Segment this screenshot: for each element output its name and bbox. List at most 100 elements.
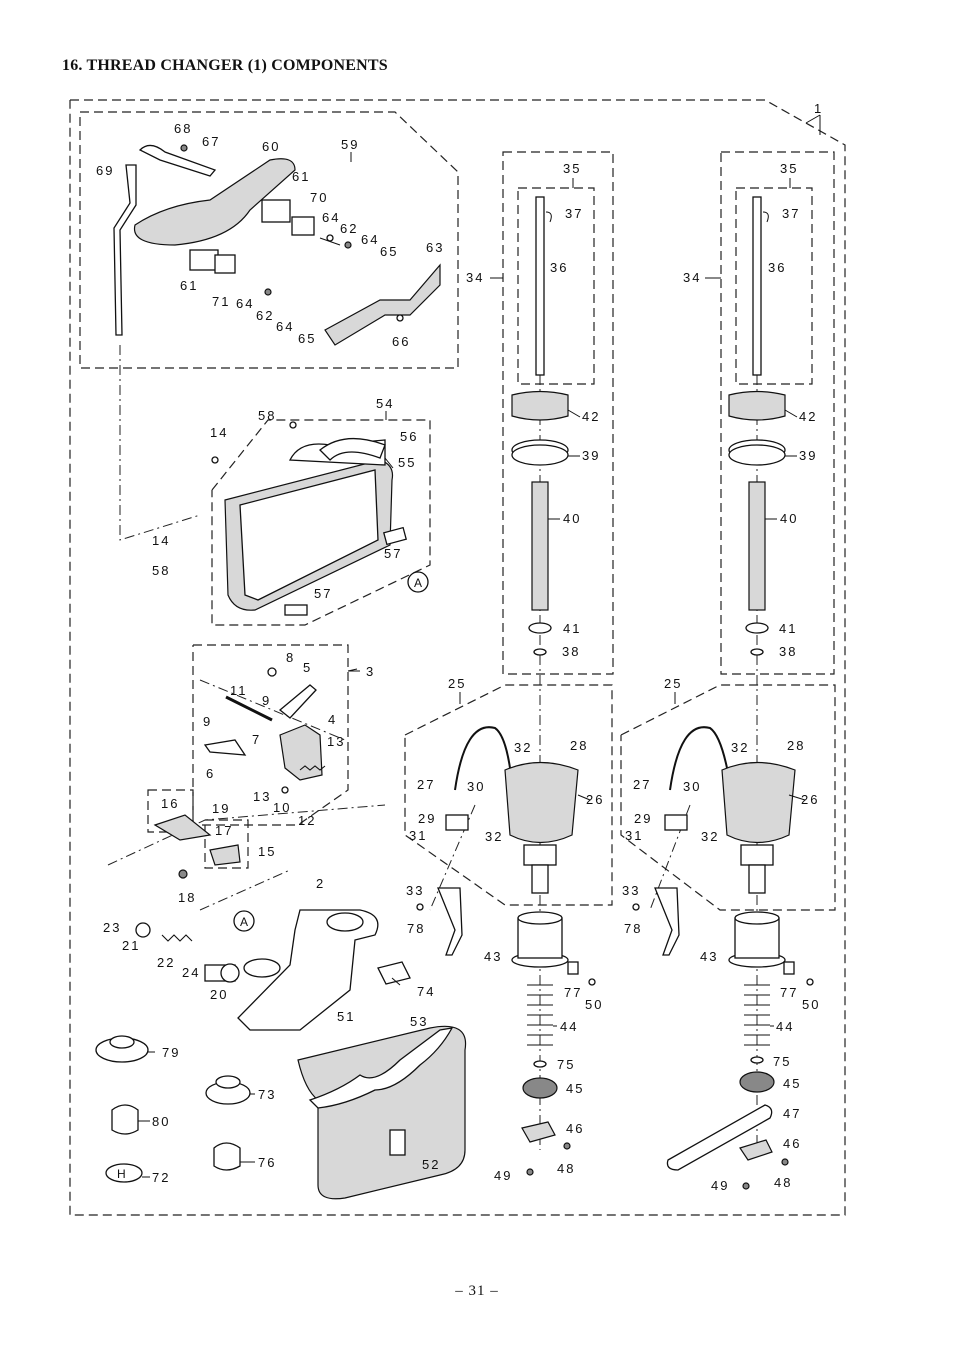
callout-75-right: 75 — [773, 1054, 791, 1069]
callout-1: 1 — [814, 101, 823, 116]
callout-62-a: 62 — [340, 221, 358, 236]
callout-39-left: 39 — [582, 448, 600, 463]
callout-27-left: 27 — [417, 777, 435, 792]
callout-31-right: 31 — [625, 828, 643, 843]
callout-14-b: 14 — [152, 533, 170, 548]
callout-39-right: 39 — [799, 448, 817, 463]
part-16-plate — [153, 814, 212, 841]
callout-65-a: 65 — [380, 244, 398, 259]
callout-42-right: 42 — [799, 409, 817, 424]
part-26-cup-left — [504, 761, 579, 894]
part-5-lever — [278, 684, 317, 719]
part-46-plate-right — [739, 1139, 773, 1161]
part-61-plate-b — [189, 249, 219, 271]
part-21-gear — [135, 922, 151, 938]
group-boundary-34-left — [502, 151, 614, 675]
callout-70: 70 — [310, 190, 328, 205]
callout-16: 16 — [161, 796, 179, 811]
callout-33-right: 33 — [622, 883, 640, 898]
part-62-washer-b — [264, 288, 272, 296]
callout-10: 10 — [273, 800, 291, 815]
part-38-ring-left — [533, 648, 547, 656]
part-45-gear-right — [739, 1071, 775, 1093]
part-75-ring-right — [750, 1056, 764, 1064]
page-number: – 31 – — [455, 1283, 499, 1299]
callout-53: 53 — [410, 1014, 428, 1029]
part-62-washer-a — [344, 241, 352, 249]
callout-34-left: 34 — [466, 270, 484, 285]
ref-marker-a-2 — [233, 910, 255, 932]
callout-19: 19 — [212, 801, 230, 816]
callout-36-right: 36 — [768, 260, 786, 275]
part-64-washer — [326, 234, 334, 242]
callout-24: 24 — [182, 965, 200, 980]
part-55-base — [224, 439, 394, 611]
callout-59: 59 — [341, 137, 359, 152]
callout-48-left: 48 — [557, 1161, 575, 1176]
part-22-spring — [161, 934, 193, 942]
part-38-ring-right — [750, 648, 764, 656]
callout-76: 76 — [258, 1155, 276, 1170]
part-40-spring-left — [531, 481, 549, 611]
callout-62-b: 62 — [256, 308, 274, 323]
callout-69: 69 — [96, 163, 114, 178]
part-8-nut — [267, 667, 277, 677]
callout-40-left: 40 — [563, 511, 581, 526]
callout-60: 60 — [262, 139, 280, 154]
part-79-disc — [95, 1035, 149, 1063]
assembly-boundary — [69, 99, 846, 1216]
part-2-frame — [237, 909, 379, 1031]
callout-55: 55 — [398, 455, 416, 470]
callout-58-b: 58 — [152, 563, 170, 578]
part-36-rod-left — [535, 196, 545, 376]
part-48-pin-right — [781, 1158, 789, 1166]
part-52-cover — [297, 1025, 467, 1200]
part-27-wire-right — [669, 726, 728, 791]
callout-21: 21 — [122, 938, 140, 953]
part-49-screw-right — [742, 1182, 750, 1190]
callout-ref-a-1: A — [414, 576, 422, 590]
callout-2: 2 — [316, 876, 325, 891]
part-77-plate-right — [783, 961, 795, 975]
part-44-spring-left — [527, 984, 553, 1046]
callout-ref-a-2: A — [240, 915, 248, 929]
callout-74: 74 — [417, 984, 435, 999]
callout-5: 5 — [303, 660, 312, 675]
callout-30-left: 30 — [467, 779, 485, 794]
callout-43-right: 43 — [700, 949, 718, 964]
part-29-block-left — [445, 814, 469, 831]
callout-61-b: 61 — [180, 278, 198, 293]
callout-64-a: 64 — [322, 210, 340, 225]
callout-29-right: 29 — [634, 811, 652, 826]
part-75-ring-left — [533, 1060, 547, 1068]
callout-18: 18 — [178, 890, 196, 905]
svg-text:H: H — [117, 1167, 126, 1181]
group-boundary-16 — [147, 789, 194, 833]
callout-3: 3 — [366, 664, 375, 679]
callout-11: 11 — [230, 683, 248, 698]
callout-78-left: 78 — [407, 921, 425, 936]
part-50-screw-left — [588, 978, 596, 986]
callout-35-right: 35 — [780, 161, 798, 176]
part-70-plate — [291, 216, 315, 236]
callout-23: 23 — [103, 920, 121, 935]
callout-4: 4 — [328, 712, 337, 727]
part-68-screw — [180, 144, 188, 152]
callout-41-left: 41 — [563, 621, 581, 636]
callout-6: 6 — [206, 766, 215, 781]
callout-27-right: 27 — [633, 777, 651, 792]
part-56-cover — [319, 437, 386, 461]
callout-66: 66 — [392, 334, 410, 349]
callout-65-b: 65 — [298, 331, 316, 346]
callout-14-a: 14 — [210, 425, 228, 440]
part-44-spring-right — [744, 984, 770, 1046]
callout-57-a: 57 — [384, 546, 402, 561]
callout-49-left: 49 — [494, 1168, 512, 1183]
part-11-shaft — [225, 695, 273, 722]
callout-46-left: 46 — [566, 1121, 584, 1136]
part-41-washer-left — [528, 622, 552, 634]
part-71-plate — [214, 254, 236, 274]
callout-8: 8 — [286, 650, 295, 665]
callout-30-right: 30 — [683, 779, 701, 794]
group-boundary-17 — [204, 819, 249, 869]
